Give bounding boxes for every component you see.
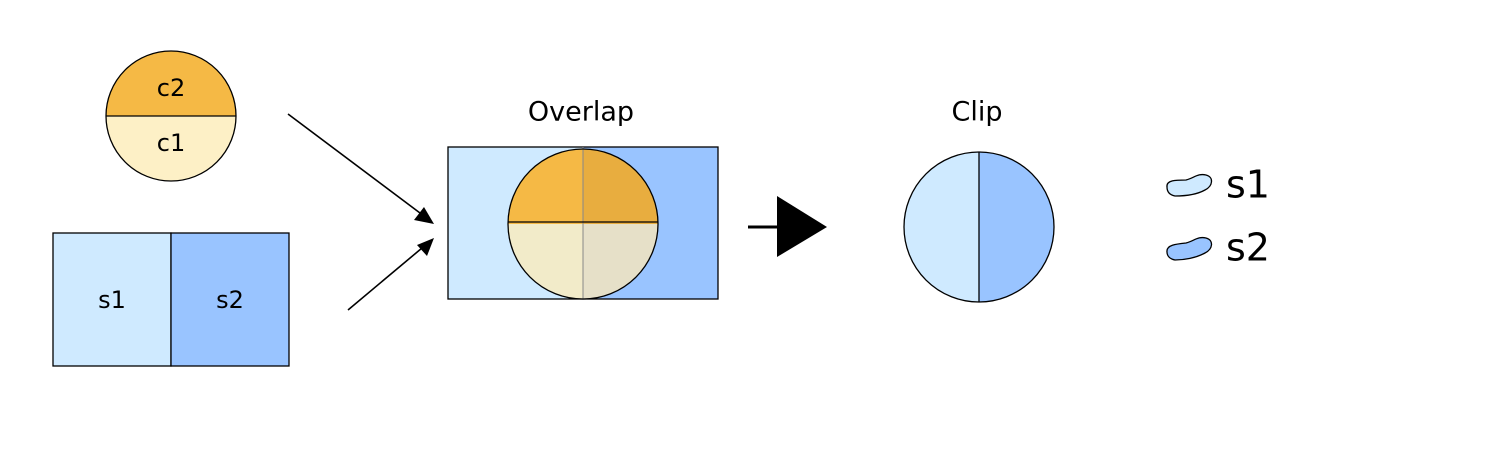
s1-swatch-icon [1166, 173, 1213, 197]
legend-label-s1: s1 [1226, 163, 1270, 207]
overlap-title: Overlap [528, 97, 634, 128]
legend: s1 s2 [1166, 163, 1270, 270]
arrow-rect-to-overlap [347, 238, 434, 311]
rect-s2-region [170, 232, 290, 367]
clip-panel: Clip [903, 97, 1055, 303]
legend-item-s1: s1 [1166, 163, 1270, 207]
arrow-overlap-to-clip [748, 196, 827, 257]
clip-s2-region [979, 152, 1054, 302]
arrowhead-icon [417, 238, 434, 256]
input-circle: c2 c1 [105, 50, 237, 182]
input-rectangle: s1 s2 [52, 232, 290, 367]
circle-c2-label: c2 [157, 74, 185, 102]
rect-s2-label: s2 [216, 286, 244, 314]
clip-circle-outline [903, 151, 1055, 303]
arrowhead-icon [414, 207, 434, 224]
rect-s1-label: s1 [98, 286, 126, 314]
circle-c1-label: c1 [157, 129, 185, 157]
legend-label-s2: s2 [1226, 226, 1270, 270]
overlap-panel: Overlap [447, 97, 719, 300]
arrow-circle-to-overlap [287, 113, 434, 224]
clip-s1-region [904, 152, 979, 302]
clip-title: Clip [952, 97, 1003, 128]
s2-swatch-icon [1166, 236, 1213, 261]
legend-item-s2: s2 [1166, 226, 1270, 270]
rect-s1-region [52, 232, 172, 367]
big-arrowhead-icon [777, 196, 827, 257]
overlap-circle-outline [507, 148, 659, 300]
